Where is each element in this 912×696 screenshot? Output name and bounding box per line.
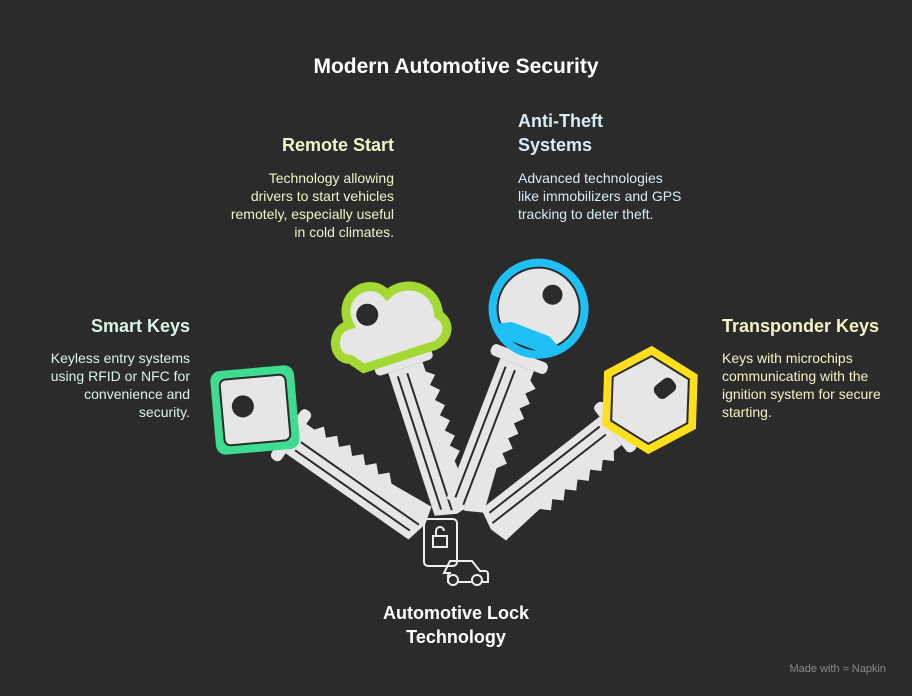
anti-theft-title: Anti-Theft Systems (518, 111, 603, 155)
diagram-title: Modern Automotive Security (313, 55, 599, 78)
phone-unlock-car-icon (423, 518, 489, 586)
smart-keys-text: Keyless entry systems using RFID or NFC … (50, 350, 190, 420)
smart-key-icon (210, 365, 442, 554)
transponder-keys-title: Transponder Keys (722, 316, 880, 336)
napkin-footer: Made with ≈ Napkin (789, 663, 886, 675)
transponder-key-icon (468, 345, 698, 551)
transponder-keys-text: Keys with microchips communicating with … (722, 350, 881, 420)
remote-start-key-icon (331, 281, 483, 526)
remote-start-text: Technology allowing drivers to start veh… (230, 170, 394, 240)
smart-keys-title: Smart Keys (90, 316, 190, 336)
anti-theft-key-icon (432, 258, 589, 522)
center-label: Automotive Lock Technology (382, 603, 529, 647)
remote-start-title: Remote Start (281, 135, 394, 155)
anti-theft-text: Advanced technologies like immobilizers … (518, 170, 682, 222)
